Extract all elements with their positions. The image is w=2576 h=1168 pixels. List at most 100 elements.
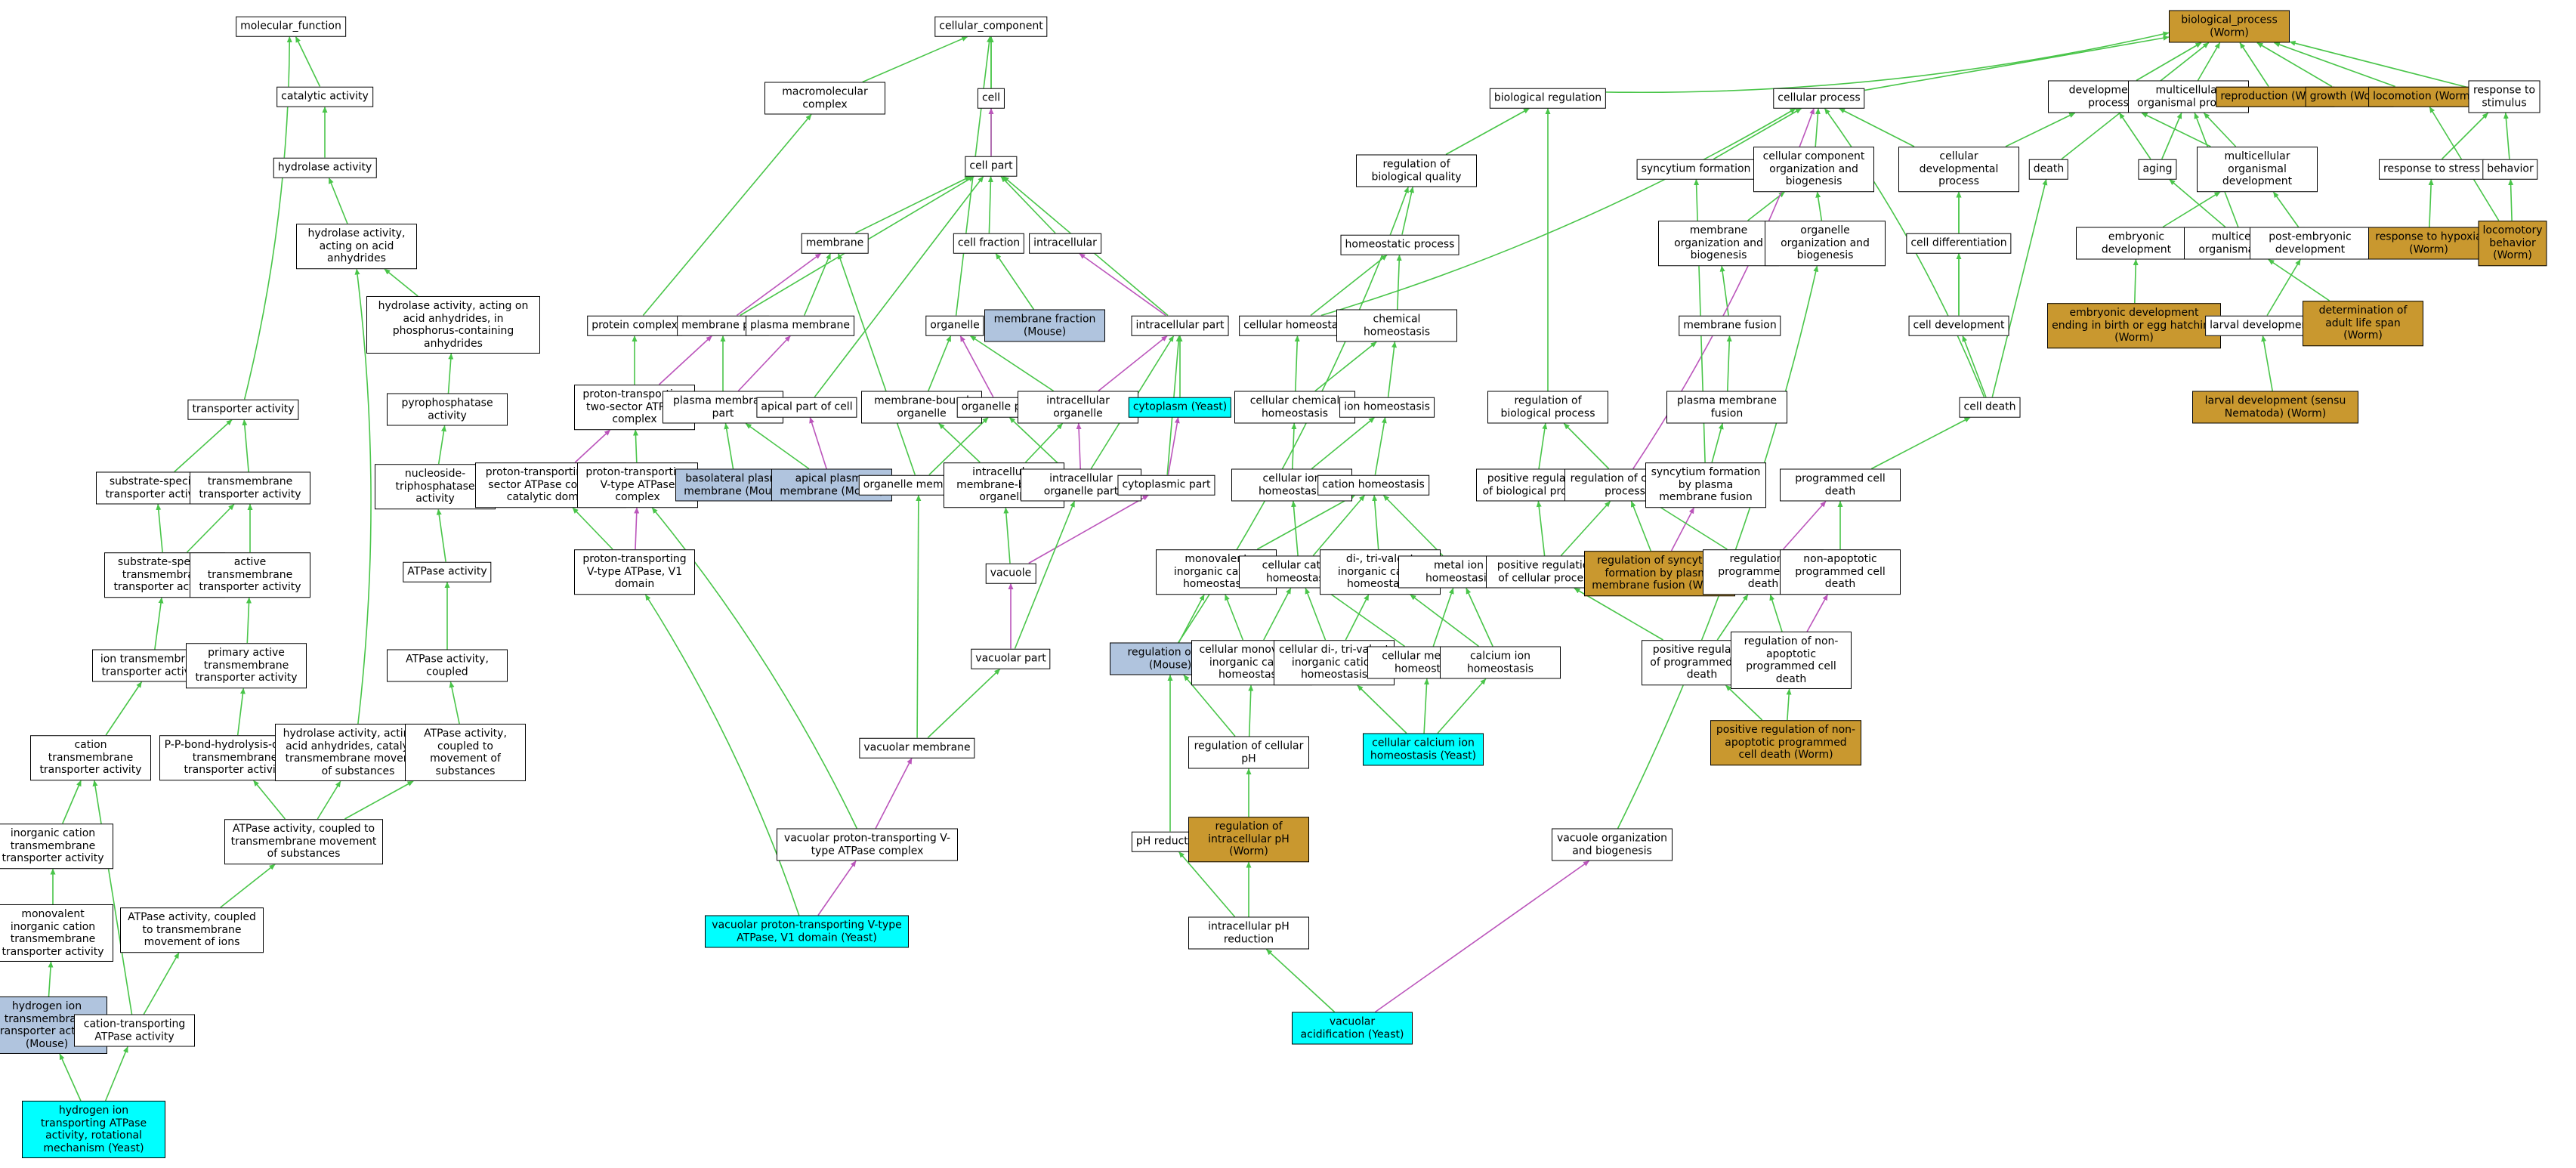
is-a-edge bbox=[1248, 684, 1254, 737]
go-term-node-larvdev[interactable]: larval development bbox=[2205, 315, 2317, 336]
go-term-node-vacob[interactable]: vacuole organization and biogenesis bbox=[1552, 828, 1673, 861]
go-term-node-cc[interactable]: cellular_component bbox=[934, 16, 1048, 37]
go-term-node-cellproc[interactable]: cellular process bbox=[1773, 88, 1865, 109]
go-term-node-mbo[interactable]: membrane-bound organelle bbox=[861, 391, 982, 424]
go-term-node-locomotion[interactable]: locomotion (Worm) bbox=[2368, 86, 2479, 107]
go-term-node-mono_tm[interactable]: monovalent inorganic cation transmembran… bbox=[0, 904, 113, 963]
go-term-node-vacv[interactable]: vacuolar proton-transporting V-type ATPa… bbox=[777, 828, 958, 861]
go-term-node-regbio[interactable]: regulation of biological process bbox=[1487, 391, 1608, 424]
go-term-node-larvnem[interactable]: larval development (sensu Nematoda) (Wor… bbox=[2192, 391, 2358, 424]
go-term-node-cellpart[interactable]: cell part bbox=[965, 156, 1018, 177]
go-term-node-celldiff[interactable]: cell differentiation bbox=[1906, 233, 2012, 254]
is-a-edge bbox=[927, 668, 1001, 739]
go-term-node-cdp[interactable]: cellular developmental process bbox=[1898, 147, 2019, 192]
go-term-node-vacuole[interactable]: vacuole bbox=[985, 563, 1036, 584]
go-term-node-regnapcd[interactable]: regulation of non-apoptotic programmed c… bbox=[1731, 631, 1852, 690]
go-term-node-apicalpart[interactable]: apical part of cell bbox=[756, 397, 857, 418]
go-term-node-homeo[interactable]: homeostatic process bbox=[1340, 234, 1459, 255]
go-term-node-pcd[interactable]: programmed cell death bbox=[1780, 468, 1901, 502]
go-term-node-pmfusion[interactable]: plasma membrane fusion bbox=[1666, 391, 1787, 424]
go-term-node-memfrac[interactable]: membrane fraction (Mouse) bbox=[984, 309, 1105, 342]
go-term-node-hion_tm[interactable]: hydrogen ion transmembrane transporter a… bbox=[0, 996, 107, 1055]
go-term-node-transporter[interactable]: transporter activity bbox=[187, 399, 299, 420]
go-term-node-intrapart[interactable]: intracellular part bbox=[1131, 315, 1229, 336]
go-term-node-tmt[interactable]: transmembrane transporter activity bbox=[190, 471, 310, 505]
go-term-node-intraorg[interactable]: intracellular organelle bbox=[1018, 391, 1138, 424]
go-term-node-memob[interactable]: membrane organization and biogenesis bbox=[1658, 221, 1779, 266]
go-term-node-plasmamem[interactable]: plasma membrane bbox=[746, 315, 854, 336]
go-term-node-chemhomeo[interactable]: chemical homeostasis bbox=[1336, 309, 1457, 342]
go-term-node-aging[interactable]: aging bbox=[2138, 159, 2177, 180]
go-term-node-regbioq[interactable]: regulation of biological quality bbox=[1356, 154, 1477, 187]
go-term-node-regcellph[interactable]: regulation of cellular pH bbox=[1188, 736, 1309, 769]
go-term-node-pmpart[interactable]: plasma membrane part bbox=[663, 391, 783, 424]
go-term-node-inorg[interactable]: inorganic cation transmembrane transport… bbox=[0, 823, 113, 869]
go-term-node-organelle[interactable]: organelle bbox=[925, 315, 984, 336]
go-term-node-vacacid[interactable]: vacuolar acidification (Yeast) bbox=[1292, 1012, 1413, 1045]
go-term-node-resp_stim[interactable]: response to stimulus bbox=[2468, 80, 2540, 113]
go-term-node-bioreg[interactable]: biological regulation bbox=[1489, 88, 1607, 109]
go-term-node-cytoplasm[interactable]: cytoplasm (Yeast) bbox=[1128, 397, 1232, 418]
go-term-node-cathomeo[interactable]: cation homeostasis bbox=[1317, 474, 1429, 496]
go-term-node-bp[interactable]: biological_process (Worm) bbox=[2169, 10, 2290, 43]
go-term-node-behavior[interactable]: behavior bbox=[2482, 159, 2538, 180]
go-term-node-memfusion[interactable]: membrane fusion bbox=[1679, 315, 1781, 336]
go-term-node-locob[interactable]: locomotory behavior (Worm) bbox=[2478, 221, 2547, 266]
go-term-node-adultlife[interactable]: determination of adult life span (Worm) bbox=[2303, 301, 2423, 346]
go-term-node-mod[interactable]: multicellular organismal development bbox=[2197, 147, 2318, 192]
go-term-node-celldev[interactable]: cell development bbox=[1908, 315, 2009, 336]
go-term-node-cytopart[interactable]: cytoplasmic part bbox=[1117, 474, 1215, 496]
go-term-node-patm[interactable]: primary active transmembrane transporter… bbox=[186, 643, 307, 688]
go-term-node-mf[interactable]: molecular_function bbox=[236, 16, 346, 37]
go-term-node-ptv1[interactable]: proton-transporting V-type ATPase, V1 do… bbox=[574, 549, 695, 595]
go-term-node-protcomplex[interactable]: protein complex bbox=[587, 315, 682, 336]
is-a-edge bbox=[928, 416, 989, 476]
go-term-node-atpase_m[interactable]: ATPase activity, coupled to movement of … bbox=[405, 723, 526, 782]
go-term-node-ccob[interactable]: cellular component organization and biog… bbox=[1753, 147, 1874, 192]
go-term-node-vacv1[interactable]: vacuolar proton-transporting V-type ATPa… bbox=[705, 915, 909, 948]
go-term-node-hypoxia[interactable]: response to hypoxia (Worm) bbox=[2368, 227, 2489, 260]
go-term-node-resp_stress[interactable]: response to stress bbox=[2379, 159, 2485, 180]
go-term-node-pyro[interactable]: pyrophosphatase activity bbox=[387, 393, 508, 426]
is-a-edge bbox=[437, 425, 446, 465]
go-term-node-embhatch[interactable]: embryonic development ending in birth or… bbox=[2047, 303, 2221, 348]
go-term-node-death[interactable]: death bbox=[2028, 159, 2069, 180]
go-term-node-catalytic[interactable]: catalytic activity bbox=[276, 86, 373, 107]
go-term-node-posregnapcd[interactable]: positive regulation of non-apoptotic pro… bbox=[1710, 720, 1861, 765]
go-term-node-macromol[interactable]: macromolecular complex bbox=[764, 82, 885, 115]
go-term-node-napcd[interactable]: non-apoptotic programmed cell death bbox=[1780, 549, 1901, 595]
go-term-node-atpase[interactable]: ATPase activity bbox=[403, 561, 492, 582]
go-term-node-embdev[interactable]: embryonic development bbox=[2076, 227, 2197, 260]
go-term-node-intraphred[interactable]: intracellular pH reduction bbox=[1188, 916, 1309, 950]
go-term-node-membrane[interactable]: membrane bbox=[801, 233, 869, 254]
go-term-node-atpase_ion[interactable]: ATPase activity, coupled to transmembran… bbox=[120, 907, 264, 953]
go-term-node-intracell[interactable]: intracellular bbox=[1029, 233, 1101, 254]
go-term-node-hion_rot[interactable]: hydrogen ion transporting ATPase activit… bbox=[22, 1100, 165, 1159]
go-term-node-calcium[interactable]: calcium ion homeostasis bbox=[1440, 646, 1561, 679]
go-term-node-celldeath[interactable]: cell death bbox=[1959, 397, 2021, 418]
go-term-node-atpase_c[interactable]: ATPase activity, coupled bbox=[387, 649, 508, 682]
is-a-edge bbox=[572, 507, 613, 550]
go-term-node-atpase_tm[interactable]: ATPase activity, coupled to transmembran… bbox=[224, 819, 383, 864]
go-term-node-cellcalcium[interactable]: cellular calcium ion homeostasis (Yeast) bbox=[1363, 733, 1484, 766]
go-term-node-cellchem[interactable]: cellular chemical homeostasis bbox=[1234, 391, 1355, 424]
go-term-node-ionhomeo[interactable]: ion homeostasis bbox=[1339, 397, 1435, 418]
go-term-node-syncpm[interactable]: syncytium formation by plasma membrane f… bbox=[1645, 462, 1766, 508]
go-term-node-cellfrac[interactable]: cell fraction bbox=[953, 233, 1025, 254]
go-term-node-regintraph[interactable]: regulation of intracellular pH (Worm) bbox=[1188, 817, 1309, 862]
go-term-node-cat_atpase[interactable]: cation-transporting ATPase activity bbox=[74, 1014, 195, 1047]
go-term-node-cell[interactable]: cell bbox=[977, 88, 1005, 109]
go-term-node-syncytium[interactable]: syncytium formation bbox=[1636, 159, 1756, 180]
go-term-node-hyd_aa_p[interactable]: hydrolase activity, acting on acid anhyd… bbox=[366, 295, 540, 354]
go-term-node-vacmem[interactable]: vacuolar membrane bbox=[859, 737, 975, 759]
is-a-edge bbox=[1291, 501, 1299, 556]
go-term-node-hydrolase[interactable]: hydrolase activity bbox=[273, 157, 377, 178]
go-term-node-vacpart[interactable]: vacuolar part bbox=[971, 648, 1051, 669]
go-term-node-cattm[interactable]: cation transmembrane transporter activit… bbox=[30, 735, 151, 780]
go-term-node-orgob[interactable]: organelle organization and biogenesis bbox=[1765, 221, 1886, 266]
go-term-node-postemb[interactable]: post-embryonic development bbox=[2250, 227, 2371, 260]
go-term-node-atm[interactable]: active transmembrane transporter activit… bbox=[190, 552, 310, 598]
go-term-node-hyd_aa[interactable]: hydrolase activity, acting on acid anhyd… bbox=[296, 224, 417, 269]
go-term-node-cellmono[interactable]: cellular monovalent inorganic cation hom… bbox=[1191, 640, 1312, 685]
is-a-edge bbox=[837, 253, 916, 475]
